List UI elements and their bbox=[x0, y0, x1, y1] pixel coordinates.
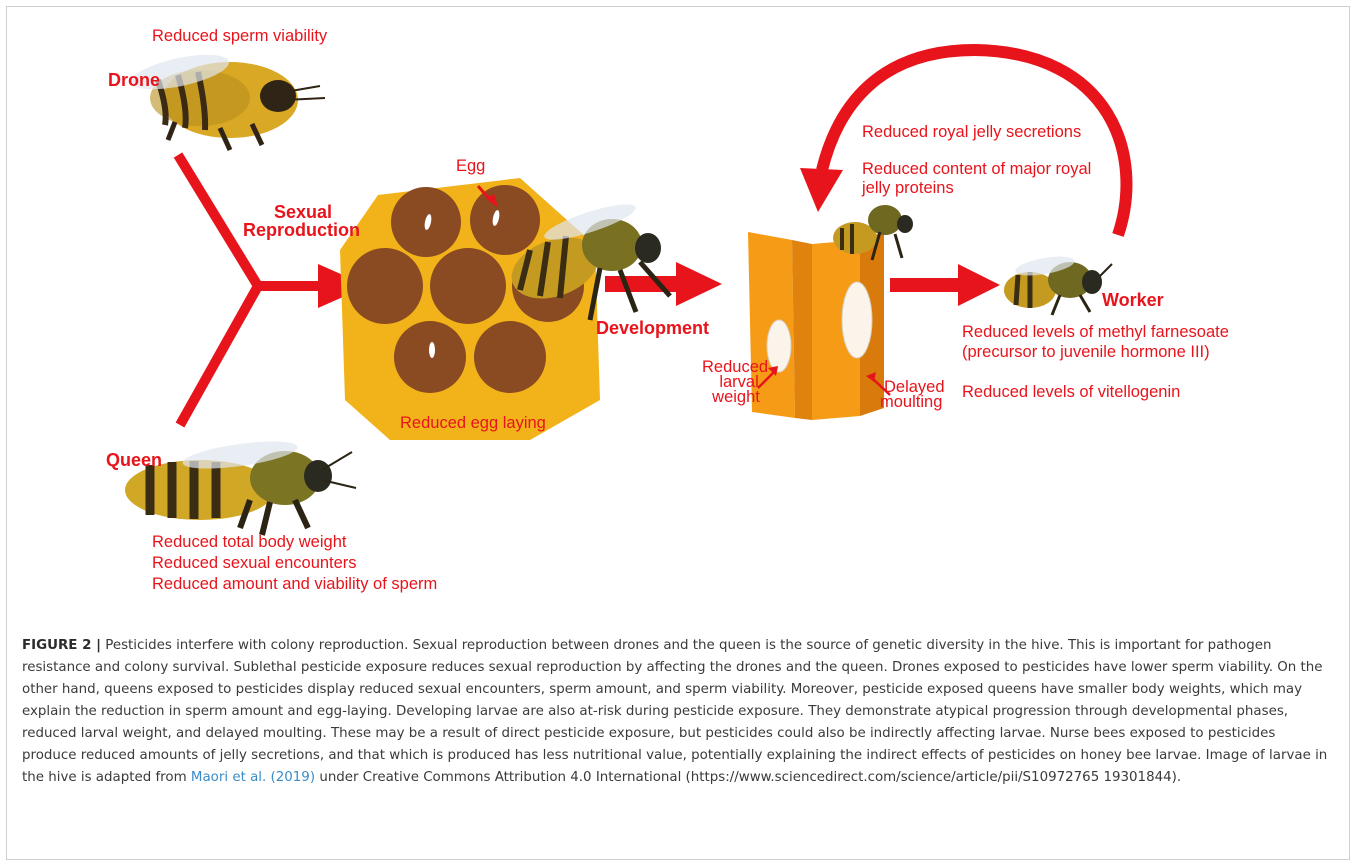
queen-effect-2: Reduced sexual encounters bbox=[152, 553, 437, 574]
worker-effect-line-1: Reduced levels of methyl farnesoate bbox=[962, 322, 1229, 342]
worker-hormone-effect: Reduced levels of methyl farnesoate (pre… bbox=[962, 322, 1229, 362]
royal-jelly-proteins-line-2: jelly proteins bbox=[862, 179, 1091, 198]
convergence-lines bbox=[178, 155, 320, 425]
caption-license: under Creative Commons Attribution 4.0 I… bbox=[319, 770, 1181, 785]
royal-jelly-effect: Reduced royal jelly secretions bbox=[862, 122, 1081, 142]
larva-cells bbox=[748, 232, 890, 420]
arrow-to-worker bbox=[890, 264, 1000, 306]
moulting-label: Delayed moulting bbox=[880, 380, 945, 410]
drone-bee-illustration bbox=[128, 48, 325, 150]
royal-jelly-proteins-effect: Reduced content of major royal jelly pro… bbox=[862, 160, 1091, 198]
reproduction-label: Reproduction bbox=[243, 220, 360, 240]
development-label: Development bbox=[596, 318, 709, 338]
worker-bee-illustration bbox=[1004, 253, 1112, 315]
honeycomb bbox=[340, 178, 600, 440]
figure-number: FIGURE 2 | bbox=[22, 638, 101, 653]
sexual-label: Sexual bbox=[274, 202, 332, 222]
queen-effect-3: Reduced amount and viability of sperm bbox=[152, 574, 437, 595]
worker-title: Worker bbox=[1102, 290, 1164, 310]
worker-vitellogenin-effect: Reduced levels of vitellogenin bbox=[962, 382, 1180, 402]
larval-weight-label: Reduced larval weight bbox=[702, 360, 768, 405]
feedback-loop-arrow bbox=[800, 50, 1126, 235]
drone-effect: Reduced sperm viability bbox=[152, 26, 327, 46]
egg-laying-effect: Reduced egg laying bbox=[400, 413, 546, 433]
moulting-line-2: moulting bbox=[880, 395, 945, 410]
royal-jelly-proteins-line-1: Reduced content of major royal bbox=[862, 160, 1091, 179]
egg-label: Egg bbox=[456, 156, 485, 176]
figure-caption: FIGURE 2 | Pesticides interfere with col… bbox=[22, 635, 1334, 789]
caption-text: Pesticides interfere with colony reprodu… bbox=[22, 638, 1327, 785]
queen-effects: Reduced total body weight Reduced sexual… bbox=[152, 532, 437, 595]
queen-effect-1: Reduced total body weight bbox=[152, 532, 437, 553]
worker-effect-line-2: (precursor to juvenile hormone III) bbox=[962, 342, 1229, 362]
nurse-bee-small-illustration bbox=[833, 205, 913, 260]
queen-title: Queen bbox=[106, 450, 162, 470]
drone-title: Drone bbox=[108, 70, 160, 90]
larval-weight-line-3: weight bbox=[702, 390, 768, 405]
citation-link[interactable]: Maori et al. (2019) bbox=[191, 770, 315, 785]
